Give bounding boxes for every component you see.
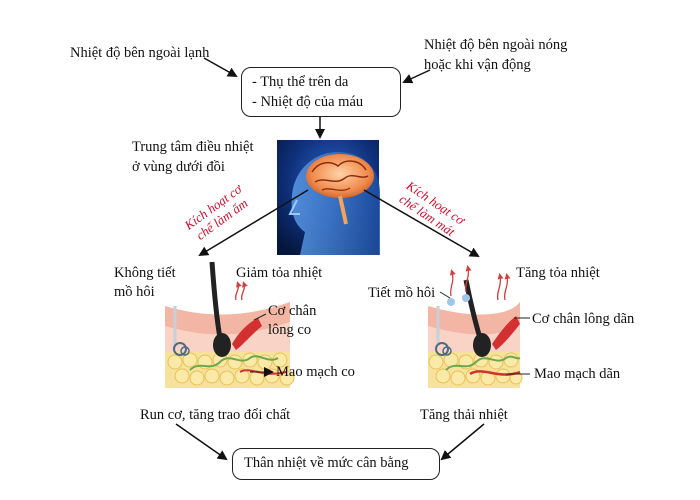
left-skin-illustration [165, 261, 295, 388]
left-result-label: Run cơ, tăng trao đổi chất [140, 407, 291, 423]
no-sweat-label-line1: Không tiết [114, 265, 176, 281]
right-result-label: Tăng thải nhiệt [420, 407, 508, 423]
receptor-item-blood: - Nhiệt độ của máu [252, 94, 364, 110]
no-sweat-label-line2: mồ hôi [114, 284, 155, 300]
capillary-dilate-label: Mao mạch dãn [534, 366, 621, 382]
reduce-heat-label: Giảm tỏa nhiệt [236, 265, 323, 281]
receptor-box: - Thụ thể trên da - Nhiệt độ của máu [241, 67, 401, 117]
capillary-constrict-label: Mao mạch co [276, 364, 355, 380]
sweat-leader [439, 291, 451, 299]
hot-environment-label-line2: hoặc khi vận động [424, 57, 531, 73]
cold-to-receptor-arrow [203, 57, 238, 77]
receptor-item-skin: - Thụ thể trên da [252, 74, 349, 90]
right-skin-illustration [428, 265, 523, 388]
left-muscle-leader [253, 313, 267, 321]
right-result-to-balance-arrow [440, 423, 485, 461]
muscle-contract-label-line1: Cơ chân [268, 303, 317, 319]
hot-to-receptor-arrow [402, 69, 431, 84]
hypothalamus-label-line2: ở vùng dưới đồi [132, 159, 225, 175]
muscle-relax-label: Cơ chân lông dãn [532, 311, 635, 327]
muscle-contract-label-line2: lông co [268, 322, 312, 338]
brain-to-cooling-arrow [363, 189, 480, 258]
balance-label: Thân nhiệt về mức cân bằng [244, 455, 409, 471]
balance-box: Thân nhiệt về mức cân bằng [232, 448, 440, 480]
increase-heat-label: Tăng tỏa nhiệt [516, 265, 600, 281]
brain-to-warming-arrow [198, 189, 309, 257]
left-result-to-balance-arrow [175, 423, 228, 461]
brain-illustration [277, 140, 380, 255]
sweat-label: Tiết mồ hôi [368, 285, 436, 301]
hypothalamus-label-line1: Trung tâm điều nhiệt [132, 139, 254, 155]
hot-environment-label-line1: Nhiệt độ bên ngoài nóng [424, 37, 568, 53]
cold-environment-label: Nhiệt độ bên ngoài lạnh [70, 45, 210, 61]
